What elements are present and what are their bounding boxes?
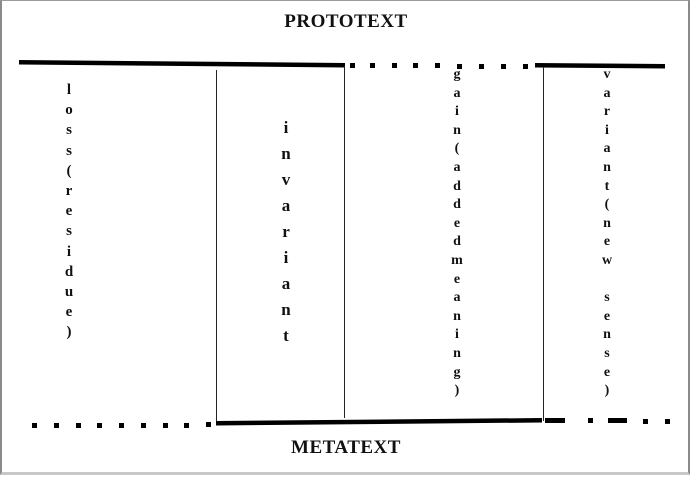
metatext-label: METATEXT: [291, 437, 401, 458]
column-letter: d: [453, 234, 461, 250]
column-letter: n: [603, 327, 611, 343]
column-letter: s: [66, 122, 72, 139]
column-letter: e: [453, 271, 461, 287]
column-letter: [597, 271, 617, 290]
column-letter: ): [66, 324, 72, 341]
column-letter: n: [453, 308, 461, 324]
metatext-solid-line: [216, 418, 542, 426]
column-letter: l: [66, 82, 72, 98]
column-letter: i: [455, 327, 459, 343]
column-letter: d: [453, 178, 461, 194]
column-letter: a: [281, 196, 291, 215]
column-letter: (: [66, 162, 72, 179]
column-letter: m: [451, 252, 463, 268]
column-letter: e: [65, 304, 73, 321]
column-letter: w: [601, 252, 613, 268]
column-letter: r: [65, 183, 73, 200]
prototext-label: PROTOTEXT: [284, 11, 408, 32]
column-letter: v: [281, 170, 291, 189]
column-letter: e: [603, 364, 611, 380]
column-letter: o: [65, 102, 73, 119]
column-letter: a: [281, 274, 291, 293]
column-letter: d: [64, 263, 74, 280]
column-letter: r: [603, 104, 611, 120]
column-letter: n: [453, 345, 461, 361]
column-letter: r: [282, 222, 290, 241]
column-letter: e: [453, 215, 461, 231]
column-letter: (: [454, 141, 460, 157]
column-letter: (: [604, 197, 610, 213]
column-letter: e: [603, 234, 611, 250]
column-letter: a: [603, 141, 611, 157]
metatext-dashed-line-right: [545, 418, 670, 424]
column-letter: ): [454, 383, 460, 399]
column-letter: t: [604, 178, 610, 194]
column-letter: n: [453, 122, 461, 138]
column-letter: a: [603, 85, 611, 101]
column-letter: i: [605, 122, 609, 138]
column-letter: n: [603, 215, 611, 231]
column-letter: i: [283, 248, 289, 267]
column-letter: n: [281, 144, 291, 163]
column-letter: i: [66, 243, 72, 260]
column-letter: n: [603, 159, 611, 175]
column-letter: ): [604, 383, 610, 399]
prototext-solid-line-left: [19, 60, 345, 68]
column-letter: i: [283, 118, 289, 137]
column-letter: n: [281, 300, 291, 319]
column-letter: g: [453, 364, 461, 380]
column-letter: v: [603, 67, 611, 82]
metatext-dotted-line-left: [32, 422, 211, 428]
column-letter: g: [453, 67, 461, 82]
column-letter: u: [64, 284, 74, 301]
column-letter: s: [66, 142, 72, 159]
column-letter: a: [453, 159, 461, 175]
column-letter: e: [603, 308, 611, 324]
column-letter: i: [455, 104, 459, 120]
prototext-solid-line-right: [535, 63, 665, 69]
column-letter: s: [604, 345, 610, 361]
column-letter: s: [604, 290, 610, 306]
column-letter: s: [66, 223, 72, 240]
column-letter: a: [453, 290, 461, 306]
column-letter: t: [283, 326, 289, 345]
column-letter: d: [453, 197, 461, 213]
column-letter: e: [65, 203, 73, 220]
prototext-dotted-line: [350, 63, 528, 69]
column-letter: a: [453, 85, 461, 101]
